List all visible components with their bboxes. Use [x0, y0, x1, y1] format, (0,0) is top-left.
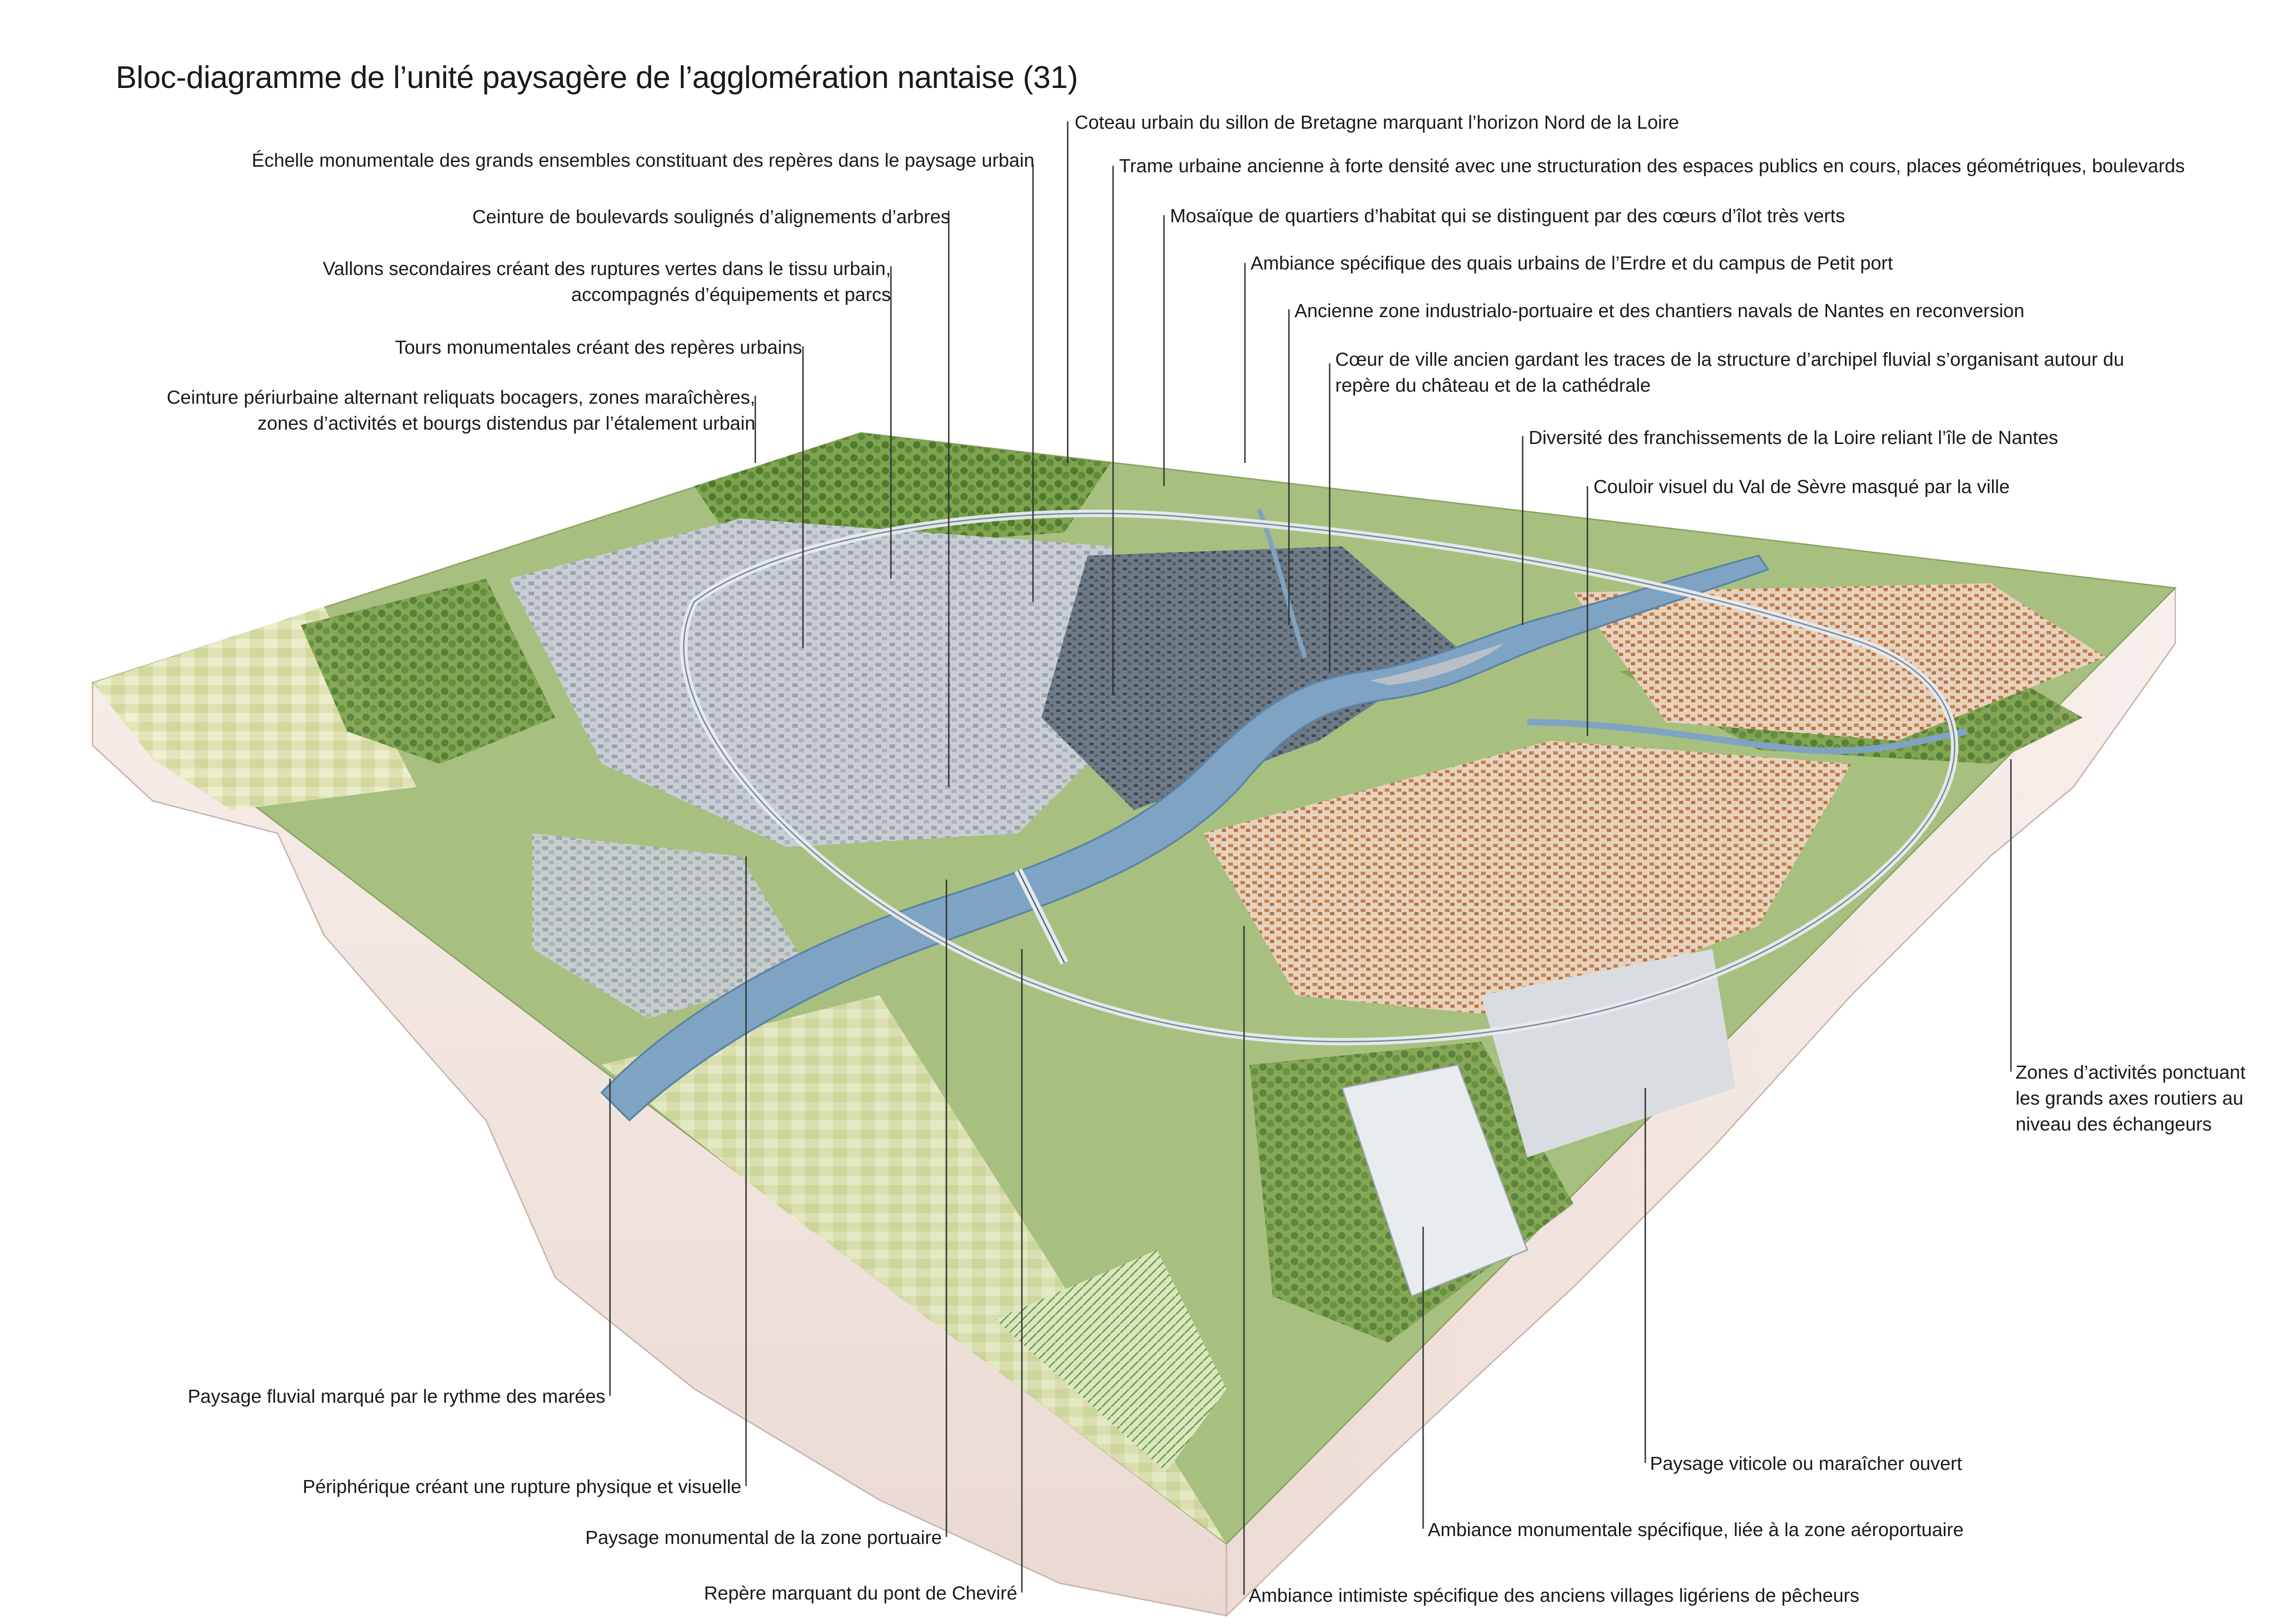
label-coeur-de-ville: Cœur de ville ancien gardant les traces … [1335, 349, 2124, 396]
label-trame-urbaine: Trame urbaine ancienne à forte densité a… [1119, 155, 2185, 176]
label-paysage-fluvial: Paysage fluvial marqué par le rythme des… [187, 1386, 605, 1407]
block-left-side [92, 681, 1227, 1617]
label-grands-ensembles: Échelle monumentale des grands ensembles… [251, 150, 1034, 171]
label-franchissements-loire: Diversité des franchissements de la Loir… [1529, 427, 2058, 448]
label-peripherique: Périphérique créant une rupture physique… [302, 1476, 741, 1497]
block-right-side [1226, 586, 2176, 1618]
leader-lines [609, 121, 2012, 1595]
label-pont-de-chevire: Repère marquant du pont de Cheviré [704, 1582, 1017, 1604]
vineyards [995, 1250, 1226, 1472]
green-belt-west [301, 579, 555, 764]
airport-zone [1341, 1064, 1528, 1297]
loire-river [600, 554, 1770, 1122]
label-tours-monumentales: Tours monumentales créant des repères ur… [395, 337, 802, 358]
label-quais-erdre: Ambiance spécifique des quais urbains de… [1251, 252, 1893, 274]
label-vallons-secondaires: Vallons secondaires créant des ruptures … [323, 258, 891, 305]
label-ceinture-periurbaine: Ceinture périurbaine alternant reliquats… [167, 387, 755, 434]
label-val-de-sevre: Couloir visuel du Val de Sèvre masqué pa… [1593, 476, 2010, 497]
label-mosaique-quartiers: Mosaïque de quartiers d’habitat qui se d… [1170, 205, 1845, 226]
ile-de-nantes [1370, 643, 1504, 685]
city-centre-dense [1041, 546, 1458, 810]
activity-zone-east [1481, 949, 1736, 1157]
sevre-river [1527, 719, 1968, 754]
label-paysage-viticole: Paysage viticole ou maraîcher ouvert [1650, 1453, 1962, 1474]
label-zone-portuaire: Paysage monumental de la zone portuaire [585, 1527, 942, 1548]
fields-south [602, 995, 1226, 1544]
suburbs-south-roofs [1203, 741, 1851, 1018]
suburbs-east-roofs [1574, 583, 2106, 741]
label-villages-ligeriens: Ambiance intimiste spécifique des ancien… [1249, 1585, 1860, 1606]
label-coteau-urbain: Coteau urbain du sillon de Bretagne marq… [1075, 112, 1679, 133]
pont-de-chevire-edge [1017, 870, 1065, 963]
label-ceinture-boulevards: Ceinture de boulevards soulignés d’align… [472, 206, 950, 227]
suburbs-southwest [532, 833, 810, 1018]
label-zone-industrialo-portuaire: Ancienne zone industrialo-portuaire et d… [1294, 300, 2025, 321]
label-zone-aeroportuaire: Ambiance monumentale spécifique, liée à … [1428, 1519, 1964, 1540]
diagram-title: Bloc-diagramme de l’unité paysagère de l… [116, 60, 1078, 95]
suburbs-northwest [509, 518, 1157, 847]
ring-road-edge [683, 512, 1955, 1043]
